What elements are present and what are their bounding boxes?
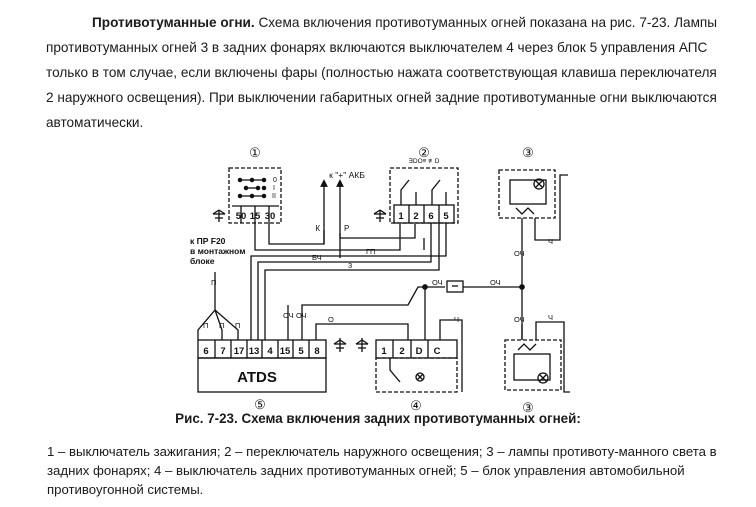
ign-pos-0: 0 xyxy=(273,177,277,184)
wire-och-1: ОЧ xyxy=(283,311,294,320)
intro-body: Схема включения противотуманных огней по… xyxy=(46,15,718,130)
rs-pin-1: 1 xyxy=(381,346,387,357)
wire-och-3: ОЧ xyxy=(432,278,443,287)
rs-pin-c: C xyxy=(434,346,441,357)
wire-p-1: П xyxy=(203,321,208,330)
ign-pos-1: I xyxy=(273,185,275,192)
light-switch xyxy=(389,167,459,224)
wire-och-mid: ОЧ xyxy=(490,278,501,287)
ground-symbol-4 xyxy=(333,338,369,352)
wire-och-lamp-top: ОЧ xyxy=(514,249,525,258)
rs-pin-2: 2 xyxy=(399,346,404,357)
wire-p-top: П xyxy=(211,278,216,287)
ign-pin-50: 50 xyxy=(236,211,247,222)
atds-pin-17: 17 xyxy=(234,346,245,357)
atds-pin-4: 4 xyxy=(267,346,273,357)
atds-pin-5: 5 xyxy=(298,346,304,357)
atds-label: ATDS xyxy=(237,369,277,386)
component-number-1: ① xyxy=(249,145,261,160)
atds-pin-8: 8 xyxy=(314,346,319,357)
ign-pos-2: II xyxy=(272,193,276,200)
component-number-4: ④ xyxy=(410,398,422,413)
ground-symbol-1 xyxy=(212,209,226,222)
ls-pin-1: 1 xyxy=(398,211,404,222)
ground-symbol-2 xyxy=(373,209,387,222)
wire-ch-top: Ч xyxy=(548,237,553,246)
atds-pin-15: 15 xyxy=(280,346,291,357)
wire-r: Р xyxy=(344,224,349,233)
light-switch-symbols: ƎDO≡ ≢D xyxy=(409,158,440,165)
ls-pin-5: 5 xyxy=(443,211,449,222)
wire-bch: БЧ xyxy=(312,253,322,262)
wire-p-2: П xyxy=(219,321,224,330)
atds-unit xyxy=(197,339,327,393)
component-number-2: ② xyxy=(418,145,430,160)
ign-pin-15: 15 xyxy=(250,211,261,222)
ign-pin-30: 30 xyxy=(265,211,276,222)
rear-fog-lamp-bottom xyxy=(504,339,562,391)
wire-k: К xyxy=(315,224,320,233)
fuse-note-line-1: к ПР F20 xyxy=(190,236,226,246)
component-number-3-top: ③ xyxy=(522,145,534,160)
figure-legend: 1 – выключатель зажигания; 2 – переключа… xyxy=(47,444,717,497)
wire-p-3: П xyxy=(235,321,240,330)
wire-gp: ГП xyxy=(366,247,375,256)
ls-pin-6: 6 xyxy=(428,211,433,222)
battery-label: к "+" АКБ xyxy=(329,170,365,180)
figure-caption: Рис. 7-23. Схема включения задних против… xyxy=(175,411,581,426)
component-number-3-bottom: ③ xyxy=(522,400,534,415)
wire-ch-switch: Ч xyxy=(454,315,459,324)
wiring-diagram: ① ② ③ ③ ④ ⑤ 0 I II 50 15 30 к "+" АКБ К … xyxy=(190,145,570,415)
wire-och-2: ОЧ xyxy=(296,311,307,320)
rear-fog-lamp-top xyxy=(498,169,556,219)
rs-pin-d: D xyxy=(416,346,423,357)
atds-pin-7: 7 xyxy=(220,346,225,357)
fuse-note-line-3: блоке xyxy=(190,256,215,266)
intro-heading: Противотуманные огни. xyxy=(92,15,255,30)
rear-fog-switch xyxy=(375,339,458,393)
ls-pin-2: 2 xyxy=(413,211,418,222)
component-number-5: ⑤ xyxy=(254,397,266,412)
wire-ch-bottom: Ч xyxy=(548,313,553,322)
atds-pin-6: 6 xyxy=(203,346,208,357)
wire-och-lamp-bottom: ОЧ xyxy=(514,315,525,324)
wire-o: О xyxy=(328,315,334,324)
fuse-note-line-2: в монтажном xyxy=(190,246,246,256)
intro-paragraph: Противотуманные огни. Схема включения пр… xyxy=(46,10,726,135)
atds-pin-13: 13 xyxy=(249,346,260,357)
wire-3: 3 xyxy=(348,261,352,270)
